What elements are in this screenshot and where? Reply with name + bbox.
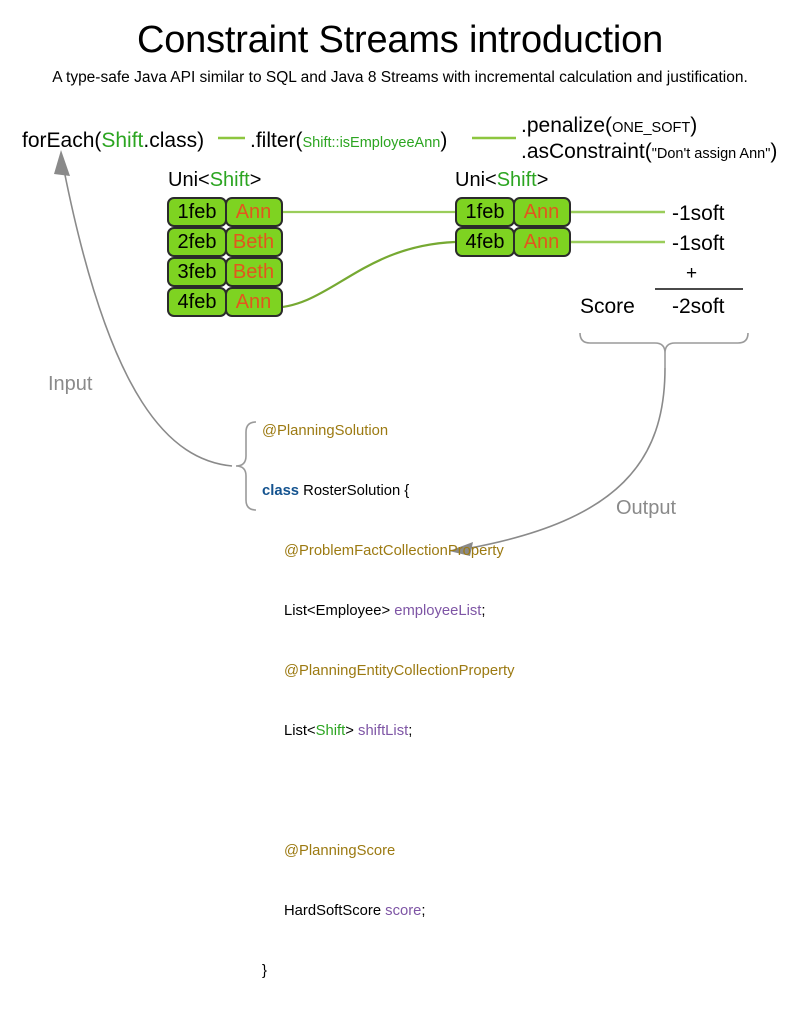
shift-fact-list-right: 1feb Ann 4feb Ann [455, 197, 571, 257]
shift-fact-row[interactable]: 4feb Ann [167, 287, 283, 317]
shift-fact-row[interactable]: 4feb Ann [455, 227, 571, 257]
sum-operator: + [686, 263, 698, 284]
input-label: Input [48, 373, 93, 395]
shift-fact-row[interactable]: 1feb Ann [167, 197, 283, 227]
shift-employee: Ann [224, 197, 283, 227]
code-line-annotation-planningentity: @PlanningEntityCollectionProperty [262, 661, 515, 681]
employeelist-semicolon: ; [481, 603, 486, 619]
penalize-suffix: ) [690, 114, 698, 137]
sum-rule [655, 288, 743, 290]
shiftlist-type-close: > [345, 723, 359, 739]
uni-left-prefix: Uni< [168, 169, 210, 191]
score-label: Score [580, 295, 635, 318]
filter-expression: .filter(Shift::isEmployeeAnn) [250, 128, 447, 156]
shiftlist-field: shiftList [358, 723, 409, 739]
shift-date: 4feb [455, 227, 515, 257]
shift-employee: Ann [512, 227, 571, 257]
code-line-blank [262, 781, 515, 801]
uni-right-type: Shift [496, 169, 537, 191]
code-line-close-brace: } [262, 961, 515, 981]
filter-prefix: .filter( [250, 129, 303, 152]
shift-employee: Beth [224, 257, 283, 287]
shift-fact-row[interactable]: 3feb Beth [167, 257, 283, 287]
filter-argument: Shift::isEmployeeAnn [302, 135, 441, 151]
score-type: HardSoftScore [284, 903, 386, 919]
asconstraint-suffix: ) [770, 140, 778, 163]
annotation-problemfactcollectionproperty: @ProblemFactCollectionProperty [284, 543, 504, 559]
employeelist-field: employeeList [394, 603, 482, 619]
uni-left-type: Shift [209, 169, 250, 191]
penalize-argument: ONE_SOFT [612, 120, 691, 136]
penalize-prefix: .penalize( [521, 114, 613, 137]
shift-fact-list-left: 1feb Ann 2feb Beth 3feb Beth 4feb Ann [167, 197, 283, 317]
code-line-shiftlist: List<Shift> shiftList; [262, 721, 515, 741]
shift-employee: Beth [224, 227, 283, 257]
uni-label-right: Uni<Shift> [455, 168, 548, 192]
shift-date: 3feb [167, 257, 227, 287]
class-name: RosterSolution { [299, 483, 410, 499]
code-line-class-decl: class RosterSolution { [262, 481, 515, 501]
score-field: score [385, 903, 422, 919]
score-total: -2soft [672, 295, 725, 318]
code-line-annotation-problemfact: @ProblemFactCollectionProperty [262, 541, 515, 561]
uni-left-suffix: > [249, 169, 262, 191]
uni-right-prefix: Uni< [455, 169, 497, 191]
shift-date: 1feb [455, 197, 515, 227]
diagram-canvas: Constraint Streams introduction A type-s… [22, 19, 777, 979]
page-title: Constraint Streams introduction [136, 19, 664, 61]
shiftlist-type: Shift [315, 723, 346, 739]
penalize-expression: .penalize(ONE_SOFT) [521, 113, 697, 141]
asconstraint-prefix: .asConstraint( [521, 140, 652, 163]
match-score-1: -1soft [672, 202, 725, 225]
filter-suffix: ) [440, 129, 448, 152]
shift-date: 1feb [167, 197, 227, 227]
uni-right-suffix: > [536, 169, 549, 191]
shift-fact-row[interactable]: 2feb Beth [167, 227, 283, 257]
foreach-type: Shift [101, 129, 144, 152]
keyword-class: class [262, 483, 300, 499]
code-line-annotation-planningscore: @PlanningScore [262, 841, 515, 861]
annotation-planningscore: @PlanningScore [284, 843, 396, 859]
annotation-planningsolution: @PlanningSolution [262, 423, 389, 439]
shiftlist-type-open: List< [284, 723, 316, 739]
match-connector-4feb [269, 240, 456, 310]
shiftlist-semicolon: ; [408, 723, 413, 739]
foreach-expression: forEach(Shift.class) [22, 128, 204, 154]
shift-fact-row[interactable]: 1feb Ann [455, 197, 571, 227]
shift-date: 2feb [167, 227, 227, 257]
output-label: Output [616, 497, 677, 519]
score-semicolon: ; [421, 903, 426, 919]
domain-code-block: @PlanningSolution class RosterSolution {… [262, 381, 515, 1021]
uni-label-left: Uni<Shift> [168, 168, 261, 192]
match-score-2: -1soft [672, 232, 725, 255]
foreach-suffix: .class) [143, 129, 205, 152]
code-line-score-field: HardSoftScore score; [262, 901, 515, 921]
annotation-planningentitycollectionproperty: @PlanningEntityCollectionProperty [284, 663, 515, 679]
score-brace [579, 332, 749, 354]
shift-employee: Ann [224, 287, 283, 317]
shift-date: 4feb [167, 287, 227, 317]
code-line-employeelist: List<Employee> employeeList; [262, 601, 515, 621]
page-subtitle: A type-safe Java API similar to SQL and … [52, 69, 748, 86]
employeelist-type: List<Employee> [284, 603, 395, 619]
foreach-prefix: forEach( [22, 129, 102, 152]
asconstraint-expression: .asConstraint("Don't assign Ann") [521, 139, 777, 167]
asconstraint-argument: "Don't assign Ann" [651, 146, 771, 162]
code-line-annotation-planningsolution: @PlanningSolution [262, 421, 515, 441]
class-close-brace: } [262, 963, 267, 979]
shift-employee: Ann [512, 197, 571, 227]
domain-fields-brace [235, 421, 257, 511]
